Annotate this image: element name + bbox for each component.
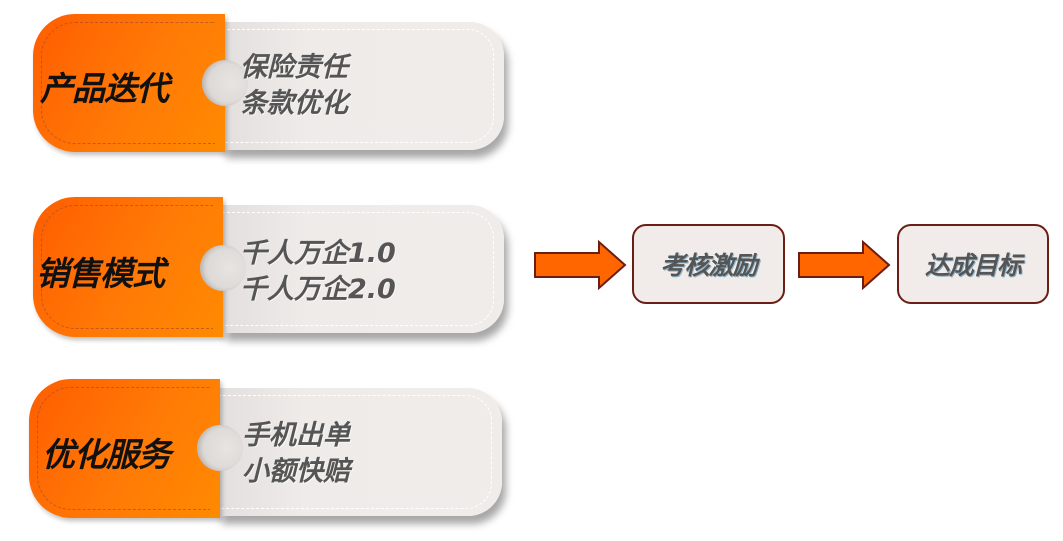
stitch-border bbox=[212, 29, 494, 143]
tag-label-panel bbox=[29, 379, 220, 518]
tag-desc: 保险责任 条款优化 bbox=[240, 50, 348, 122]
tag-desc-line: 保险责任 bbox=[240, 52, 348, 83]
tag-desc-line: 条款优化 bbox=[240, 88, 348, 119]
tag-desc: 千人万企1.0 千人万企2.0 bbox=[240, 236, 396, 308]
tag-desc: 手机出单 小额快赔 bbox=[242, 418, 350, 490]
right-arrow-icon bbox=[798, 240, 891, 290]
tag-detail-panel bbox=[208, 388, 502, 516]
tag-notch bbox=[200, 245, 246, 291]
tag-detail-panel bbox=[212, 22, 504, 150]
tag-detail-panel bbox=[212, 205, 504, 333]
tag-desc-line: 小额快赔 bbox=[242, 456, 350, 487]
tag-desc-line: 手机出单 bbox=[242, 420, 350, 451]
stitch-border bbox=[41, 205, 213, 329]
tag-title: 销售模式 bbox=[36, 254, 165, 293]
tag-desc-line: 千人万企2.0 bbox=[240, 274, 396, 305]
flow-step-label: 达成目标 bbox=[924, 251, 1022, 280]
flow-step-assessment-incentive: 考核激励 bbox=[632, 224, 785, 304]
tag-title: 优化服务 bbox=[42, 435, 171, 474]
tag-notch bbox=[197, 425, 243, 471]
stitch-border bbox=[41, 22, 215, 144]
flow-step-achieve-goal: 达成目标 bbox=[897, 224, 1049, 304]
stitch-border bbox=[212, 212, 494, 326]
stitch-border bbox=[37, 387, 210, 510]
flow-step-label: 考核激励 bbox=[660, 251, 757, 280]
tag-desc-line: 千人万企1.0 bbox=[240, 238, 396, 269]
tag-title: 产品迭代 bbox=[40, 69, 169, 108]
stitch-border bbox=[208, 395, 492, 509]
tag-label-panel bbox=[33, 14, 225, 152]
right-arrow-icon bbox=[534, 240, 627, 290]
tag-label-panel bbox=[33, 197, 223, 337]
tag-notch bbox=[202, 60, 248, 106]
